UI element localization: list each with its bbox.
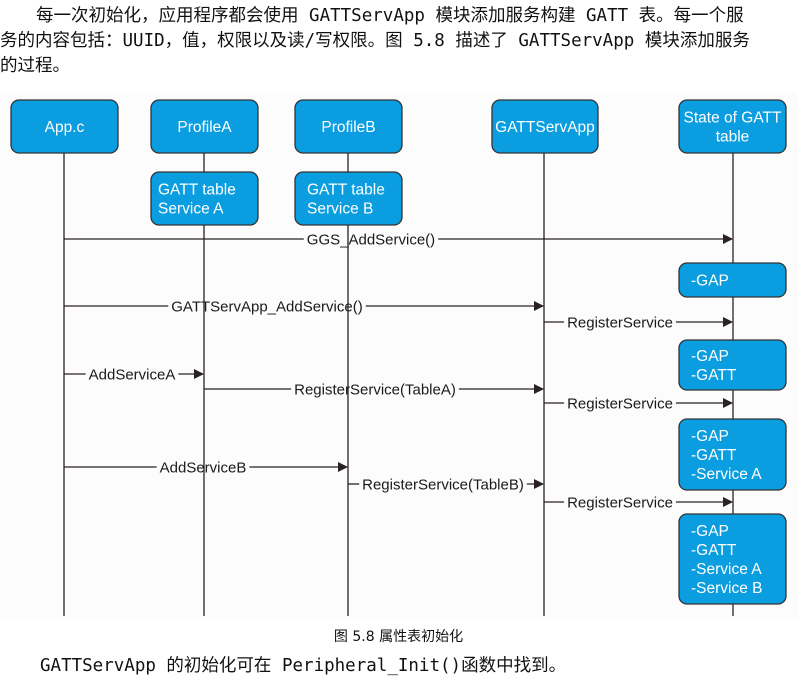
message-label-ggs-addservice: GGS_AddService()	[307, 232, 435, 249]
message-registerservice-tableb: RegisterService(TableB)	[348, 477, 544, 494]
box-service-b-shape	[294, 171, 403, 226]
message-registerservice-tablea: RegisterService(TableA)	[204, 382, 544, 399]
state-box-4: -GAP -GATT -Service A -Service B	[678, 513, 787, 605]
message-registerservice-2: RegisterService	[544, 396, 733, 413]
message-addservicea: AddServiceA	[64, 367, 204, 384]
message-gattservapp-addservice: GATTServApp_AddService()	[64, 299, 544, 316]
state-box-3-text-2: -GATT	[691, 447, 737, 464]
participant-gatt-state-shape	[678, 99, 787, 154]
intro-line-2: 务的内容包括：UUID，值，权限以及读/写权限。图 5.8 描述了 GATTSe…	[0, 31, 750, 51]
state-box-4-text-4: -Service B	[691, 580, 763, 597]
message-label-registerservice-tableb: RegisterService(TableB)	[362, 477, 524, 494]
participant-profileA: ProfileA	[150, 99, 259, 154]
state-box-4-text-2: -GATT	[691, 542, 737, 559]
message-label-registerservice-3: RegisterService	[567, 495, 673, 512]
state-box-3-text-3: -Service A	[691, 466, 762, 483]
state-box-3: -GAP -GATT -Service A	[678, 418, 787, 491]
state-box-1-shape	[678, 262, 787, 298]
sequence-diagram: GGS_AddService() GATTServApp_AddService()…	[0, 92, 797, 619]
participant-profileB: ProfileB	[294, 99, 403, 154]
closing-paragraph: GATTServApp 的初始化可在 Peripheral_Init()函数中找…	[40, 656, 567, 676]
message-label-registerservice-2: RegisterService	[567, 396, 673, 413]
intro-line-3: 的过程。	[0, 56, 70, 76]
message-registerservice-3: RegisterService	[544, 495, 733, 512]
state-box-2: -GAP -GATT	[678, 339, 787, 391]
message-label-addserviceb: AddServiceB	[160, 460, 247, 477]
state-box-3-shape	[678, 418, 787, 491]
state-box-2-text-1: -GAP	[691, 348, 729, 365]
box-service-a-text-2: Service A	[158, 200, 224, 217]
message-ggs-addservice: GGS_AddService()	[64, 232, 733, 249]
state-box-2-shape	[678, 339, 787, 391]
message-addserviceb: AddServiceB	[64, 460, 348, 477]
intro-paragraph: 每一次初始化，应用程序都会使用 GATTServApp 模块添加服务构建 GAT…	[0, 4, 797, 79]
message-label-registerservice-1: RegisterService	[567, 315, 673, 332]
box-service-b-text-1: GATT table	[307, 181, 385, 198]
state-box-4-shape	[678, 513, 787, 605]
sequence-diagram-canvas: GGS_AddService() GATTServApp_AddService()…	[10, 99, 787, 616]
message-registerservice-1: RegisterService	[544, 315, 733, 332]
participant-profileA-shape	[150, 99, 259, 154]
figure-caption: 图 5.8 属性表初始化	[333, 629, 464, 645]
participant-app-text-1: App.c	[45, 119, 85, 136]
participant-gattservapp: GATTServApp	[491, 99, 599, 154]
participant-gatt-state: State of GATT table	[678, 99, 787, 154]
box-service-a-shape	[150, 171, 259, 226]
state-box-3-text-1: -GAP	[691, 428, 729, 445]
box-service-a-text-1: GATT table	[158, 181, 236, 198]
participant-gatt-state-text-2: table	[716, 128, 750, 145]
state-box-1-text-1: -GAP	[691, 272, 729, 289]
message-label-addservicea: AddServiceA	[89, 367, 176, 384]
state-box-4-text-3: -Service A	[691, 561, 762, 578]
state-box-2-text-2: -GATT	[691, 367, 737, 384]
box-service-b-text-2: Service B	[307, 200, 373, 217]
participant-gatt-state-text-1: State of GATT	[684, 109, 782, 126]
state-box-4-text-1: -GAP	[691, 523, 729, 540]
participant-gattservapp-text-1: GATTServApp	[495, 119, 595, 136]
participant-profileA-text-1: ProfileA	[177, 119, 232, 136]
participant-app: App.c	[10, 99, 119, 154]
participant-profileB-shape	[294, 99, 403, 154]
participant-profileB-text-1: ProfileB	[321, 119, 375, 136]
intro-line-1: 每一次初始化，应用程序都会使用 GATTServApp 模块添加服务构建 GAT…	[36, 6, 744, 26]
message-label-gattservapp-addservice: GATTServApp_AddService()	[171, 299, 362, 316]
participant-gattservapp-shape	[491, 99, 599, 154]
participant-app-shape	[10, 99, 119, 154]
message-label-registerservice-tablea: RegisterService(TableA)	[294, 382, 456, 399]
state-box-1: -GAP	[678, 262, 787, 298]
